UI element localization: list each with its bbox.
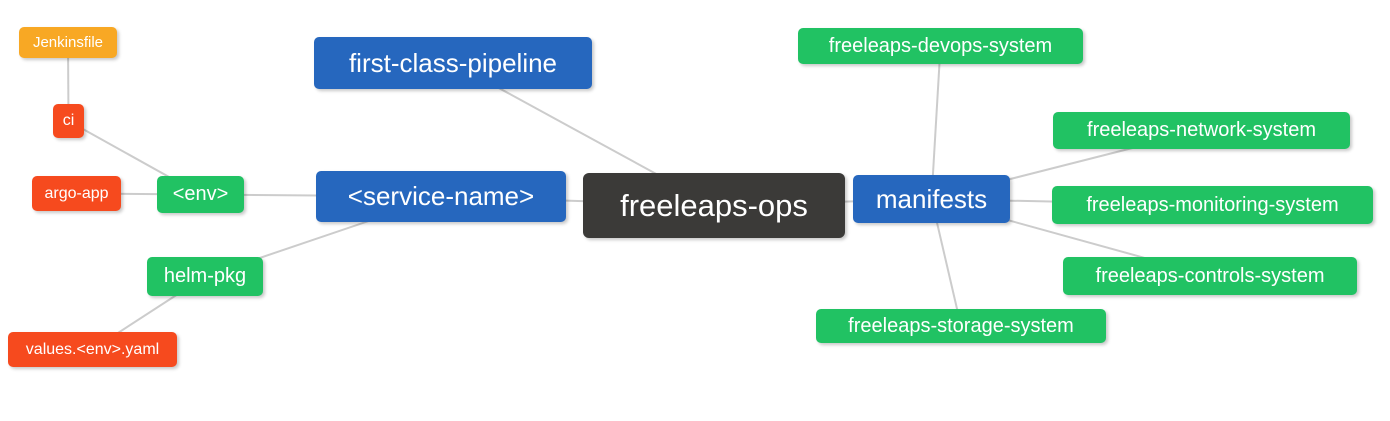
edge-manifests-freeleaps-devops-system (930, 45, 942, 200)
node-label-manifests: manifests (875, 183, 988, 214)
node-freeleaps-ops[interactable]: freeleaps-ops (583, 173, 845, 238)
node-label-env: <env> (172, 183, 229, 205)
node-freeleaps-network-system[interactable]: freeleaps-network-system (1053, 112, 1350, 149)
node-freeleaps-devops-system[interactable]: freeleaps-devops-system (798, 28, 1083, 64)
node-jenkinsfile[interactable]: Jenkinsfile (19, 27, 117, 58)
node-label-freeleaps-storage-system: freeleaps-storage-system (848, 314, 1074, 337)
node-label-service-name: <service-name> (347, 181, 535, 211)
node-label-helm-pkg: helm-pkg (163, 265, 247, 287)
node-env[interactable]: <env> (157, 176, 244, 213)
node-freeleaps-storage-system[interactable]: freeleaps-storage-system (816, 309, 1106, 343)
node-manifests[interactable]: manifests (853, 175, 1010, 223)
node-label-freeleaps-ops: freeleaps-ops (620, 187, 808, 223)
node-label-freeleaps-network-system: freeleaps-network-system (1087, 119, 1316, 141)
node-service-name[interactable]: <service-name> (316, 171, 566, 222)
node-argo-app[interactable]: argo-app (32, 176, 121, 211)
node-label-jenkinsfile: Jenkinsfile (32, 34, 104, 51)
node-freeleaps-monitoring-system[interactable]: freeleaps-monitoring-system (1052, 186, 1373, 224)
node-label-first-class-pipeline: first-class-pipeline (348, 47, 558, 78)
node-values-env-yaml[interactable]: values.<env>.yaml (8, 332, 177, 367)
node-first-class-pipeline[interactable]: first-class-pipeline (314, 37, 592, 89)
node-helm-pkg[interactable]: helm-pkg (147, 257, 263, 296)
node-label-freeleaps-monitoring-system: freeleaps-monitoring-system (1086, 193, 1339, 216)
node-label-freeleaps-controls-system: freeleaps-controls-system (1095, 264, 1325, 287)
node-ci[interactable]: ci (53, 104, 84, 138)
node-label-values-env-yaml: values.<env>.yaml (25, 340, 160, 358)
node-label-argo-app: argo-app (44, 184, 109, 202)
node-freeleaps-controls-system[interactable]: freeleaps-controls-system (1063, 257, 1357, 295)
node-label-ci: ci (62, 112, 75, 129)
node-label-freeleaps-devops-system: freeleaps-devops-system (828, 34, 1053, 57)
